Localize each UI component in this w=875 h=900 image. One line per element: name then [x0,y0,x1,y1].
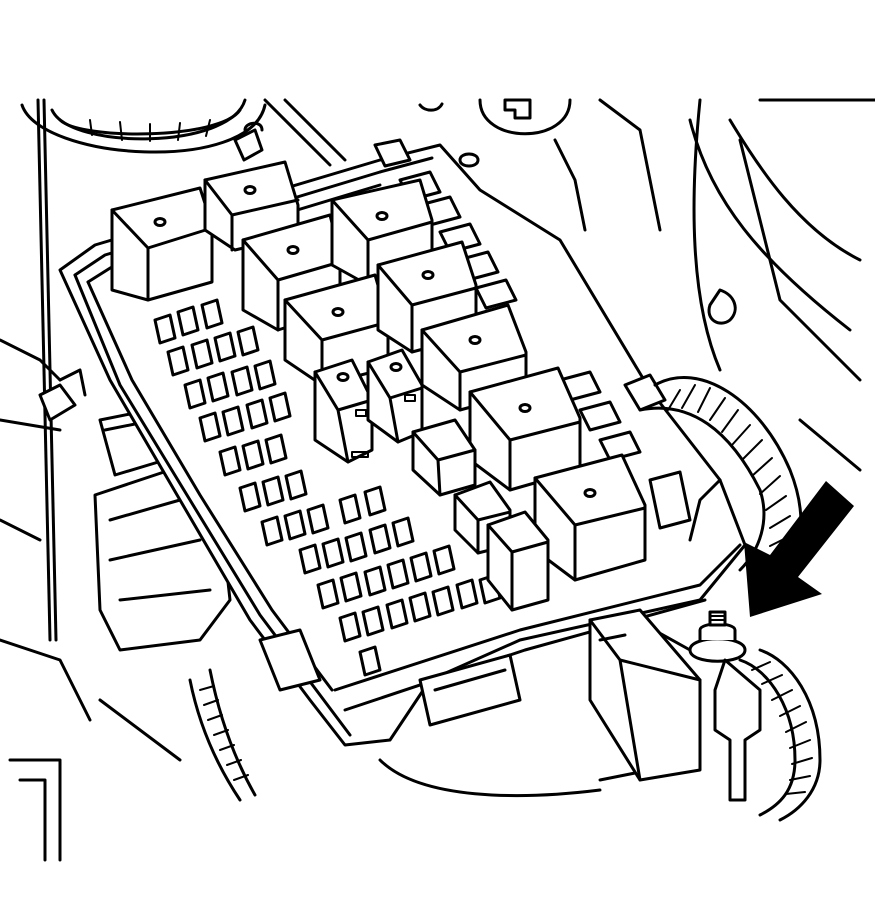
small-relays [313,348,550,612]
relay-9 [533,453,647,582]
background-components [0,98,875,862]
mini-fuses [153,298,502,677]
relay-1 [110,186,214,302]
wiring-harness [638,376,822,822]
front-connectors [258,608,702,782]
micro-relay-5 [486,510,550,612]
micro-relay-1 [313,358,374,464]
relay-2 [203,160,300,252]
micro-relay-2 [366,348,424,444]
pointer-arrow [744,481,854,617]
